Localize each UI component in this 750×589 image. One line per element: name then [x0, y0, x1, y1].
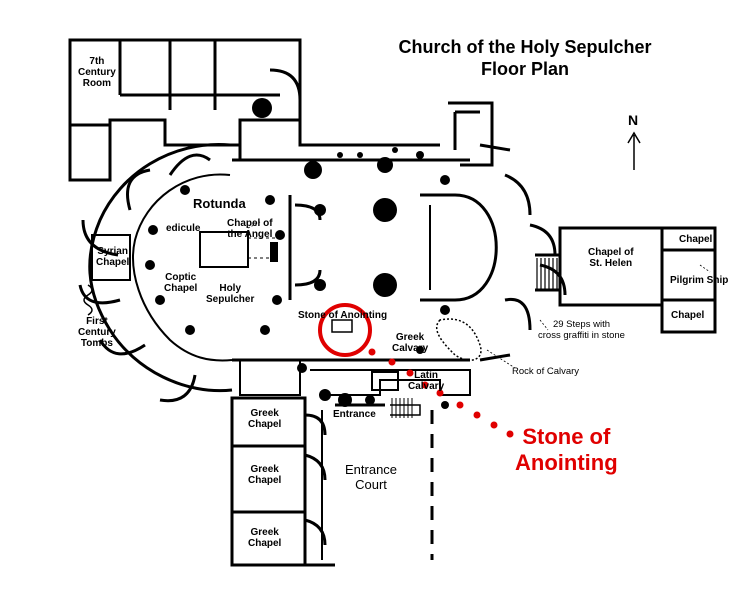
label-line: 29 Steps with	[552, 319, 610, 330]
label-greek-chapel-1: Greek Chapel	[248, 408, 281, 430]
map-title-line1: Church of the Holy Sepulcher	[398, 37, 652, 57]
label-7th-century-room: 7th Century Room	[78, 56, 116, 89]
label-line: 7th	[89, 56, 105, 67]
label-stone-of-anointing-small: Stone of Anointing	[298, 310, 388, 321]
label-chapel-of-st-helen: Chapel of St. Helen	[588, 247, 634, 269]
label-line: Latin	[414, 370, 439, 381]
label-line: Tombs	[80, 338, 113, 349]
label-chapel-top: Chapel	[679, 234, 713, 245]
label-pilgrim-ship: Pilgrim Ship	[670, 275, 729, 286]
label-line: Greek	[395, 332, 425, 343]
label-greek-chapel-2: Greek Chapel	[248, 464, 281, 486]
label-chapel-of-the-angel: Chapel of the Angel	[227, 218, 273, 240]
label-line: Greek	[250, 408, 279, 419]
label-holy-sepulcher: Holy Sepulcher	[206, 283, 254, 305]
stone-of-anointing-trail	[368, 348, 514, 438]
label-line: Coptic	[165, 272, 197, 283]
label-line: Entrance	[345, 462, 398, 477]
label-line: Century	[78, 67, 116, 78]
label-line: Calvary	[408, 381, 445, 392]
choir-apse	[420, 193, 498, 302]
calvary-area-walls	[239, 360, 301, 396]
label-29-steps: 29 Steps with cross graffiti in stone	[538, 319, 625, 341]
label-coptic-chapel: Coptic Chapel	[164, 272, 197, 294]
seventh-century-room-walls	[68, 38, 302, 182]
callout-line: Anointing	[515, 450, 618, 475]
map-title: Church of the Holy Sepulcher Floor Plan	[345, 36, 705, 80]
label-greek-calvary: Greek Calvary	[392, 332, 428, 354]
label-line: Chapel	[248, 419, 282, 430]
label-edicule: edicule	[166, 223, 201, 234]
label-entrance-court: Entrance Court	[345, 462, 397, 492]
stone-of-anointing-highlight	[318, 303, 372, 357]
label-line: Chapel of	[227, 218, 273, 229]
label-syrian-chapel: Syrian Chapel	[96, 246, 129, 268]
label-line: St. Helen	[589, 258, 633, 269]
edicule-walls	[199, 231, 249, 268]
callout-line: Stone of	[522, 424, 611, 449]
label-line: Chapel	[248, 475, 282, 486]
rotunda-outer-wall	[88, 143, 233, 393]
north-arrow-icon	[627, 131, 641, 170]
label-line: Chapel	[96, 257, 130, 268]
label-rock-of-calvary: Rock of Calvary	[512, 366, 580, 377]
label-line: Syrian	[97, 246, 128, 257]
label-line: Century	[78, 327, 116, 338]
label-line: Greek	[250, 527, 279, 538]
label-line: cross graffiti in stone	[538, 330, 625, 341]
label-entrance: Entrance	[333, 409, 376, 420]
label-line: Holy	[219, 283, 242, 294]
catholicon-walls	[232, 158, 470, 362]
label-line: Calvary	[392, 343, 429, 354]
label-line: the Angel	[227, 229, 273, 240]
label-line: First	[86, 316, 108, 327]
label-line: Chapel	[248, 538, 282, 549]
label-first-century-tombs: First Century Tombs	[78, 316, 116, 349]
compass-label: N	[628, 112, 639, 128]
label-line: Room	[82, 78, 112, 89]
label-rotunda: Rotunda	[193, 196, 246, 211]
label-line: Sepulcher	[206, 294, 255, 305]
stone-of-anointing-callout: Stone of Anointing	[515, 424, 618, 476]
label-line: Chapel	[164, 283, 198, 294]
label-greek-chapel-3: Greek Chapel	[248, 527, 281, 549]
map-title-line2: Floor Plan	[480, 59, 569, 79]
label-latin-calvary: Latin Calvary	[408, 370, 444, 392]
label-line: Court	[355, 477, 387, 492]
label-line: Chapel of	[588, 247, 634, 258]
label-chapel-bottom: Chapel	[671, 310, 705, 321]
label-line: Greek	[250, 464, 279, 475]
